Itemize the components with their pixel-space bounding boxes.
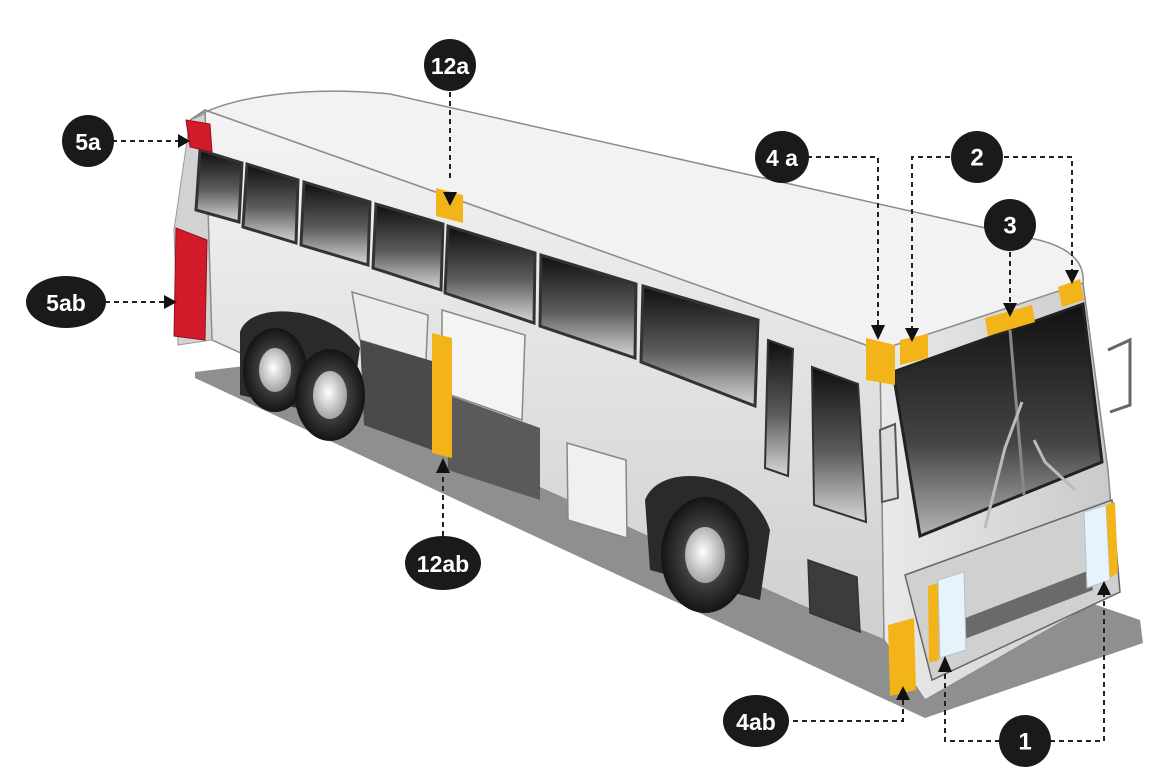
luggage-door-3	[566, 441, 628, 540]
rear-wheel-2	[295, 349, 365, 441]
marking-1-left-white	[937, 571, 967, 659]
front-wheel	[661, 497, 749, 613]
front-grille	[960, 570, 1093, 640]
side-mirror-left	[878, 422, 900, 504]
leader-lines	[105, 92, 1105, 742]
callout-4ab-label: 4ab	[736, 709, 776, 735]
marking-4ab	[888, 618, 916, 696]
callout-12ab: 12ab	[405, 536, 481, 590]
side-mirror-right	[1107, 337, 1132, 414]
marking-12ab	[432, 333, 452, 458]
callout-4a-label: 4 a	[766, 145, 798, 171]
door-window-upper	[763, 338, 795, 478]
callout-2: 2	[951, 131, 1003, 183]
marking-5ab	[173, 227, 208, 341]
callout-3: 3	[984, 199, 1036, 251]
callout-5ab: 5ab	[26, 276, 106, 328]
marking-1-right-white	[1083, 504, 1111, 589]
marking-2-right	[1058, 279, 1084, 307]
callout-5a-label: 5a	[75, 129, 101, 155]
marking-2-left	[900, 334, 928, 365]
callout-1: 1	[999, 715, 1051, 767]
windshield	[891, 301, 1104, 539]
marking-3	[985, 305, 1035, 336]
front-lower-panel	[807, 558, 861, 634]
callout-5ab-label: 5ab	[46, 290, 86, 316]
marking-5a	[185, 119, 213, 153]
bus-roof	[189, 90, 1084, 351]
callout-12a: 12a	[424, 39, 476, 91]
luggage-bay	[360, 340, 432, 450]
callout-4a: 4 a	[755, 131, 809, 183]
wipers	[983, 401, 1077, 529]
callout-4ab: 4ab	[723, 695, 789, 747]
luggage-bay-2	[448, 395, 540, 500]
door-window-main	[810, 365, 868, 524]
side-windows	[194, 148, 760, 409]
marking-12a	[436, 188, 463, 223]
callout-12a-label: 12a	[431, 53, 470, 79]
marking-1-left-amber	[928, 583, 939, 663]
rear-wheel-1	[243, 328, 307, 412]
callout-5a: 5a	[62, 115, 114, 167]
callout-12ab-label: 12ab	[417, 551, 469, 577]
marking-1-right-amber	[1106, 502, 1118, 578]
callout-3-label: 3	[1003, 213, 1016, 240]
callout-1-label: 1	[1018, 729, 1031, 756]
marking-4a	[866, 338, 895, 385]
arrow-heads	[164, 134, 1111, 700]
callout-2-label: 2	[970, 145, 983, 172]
